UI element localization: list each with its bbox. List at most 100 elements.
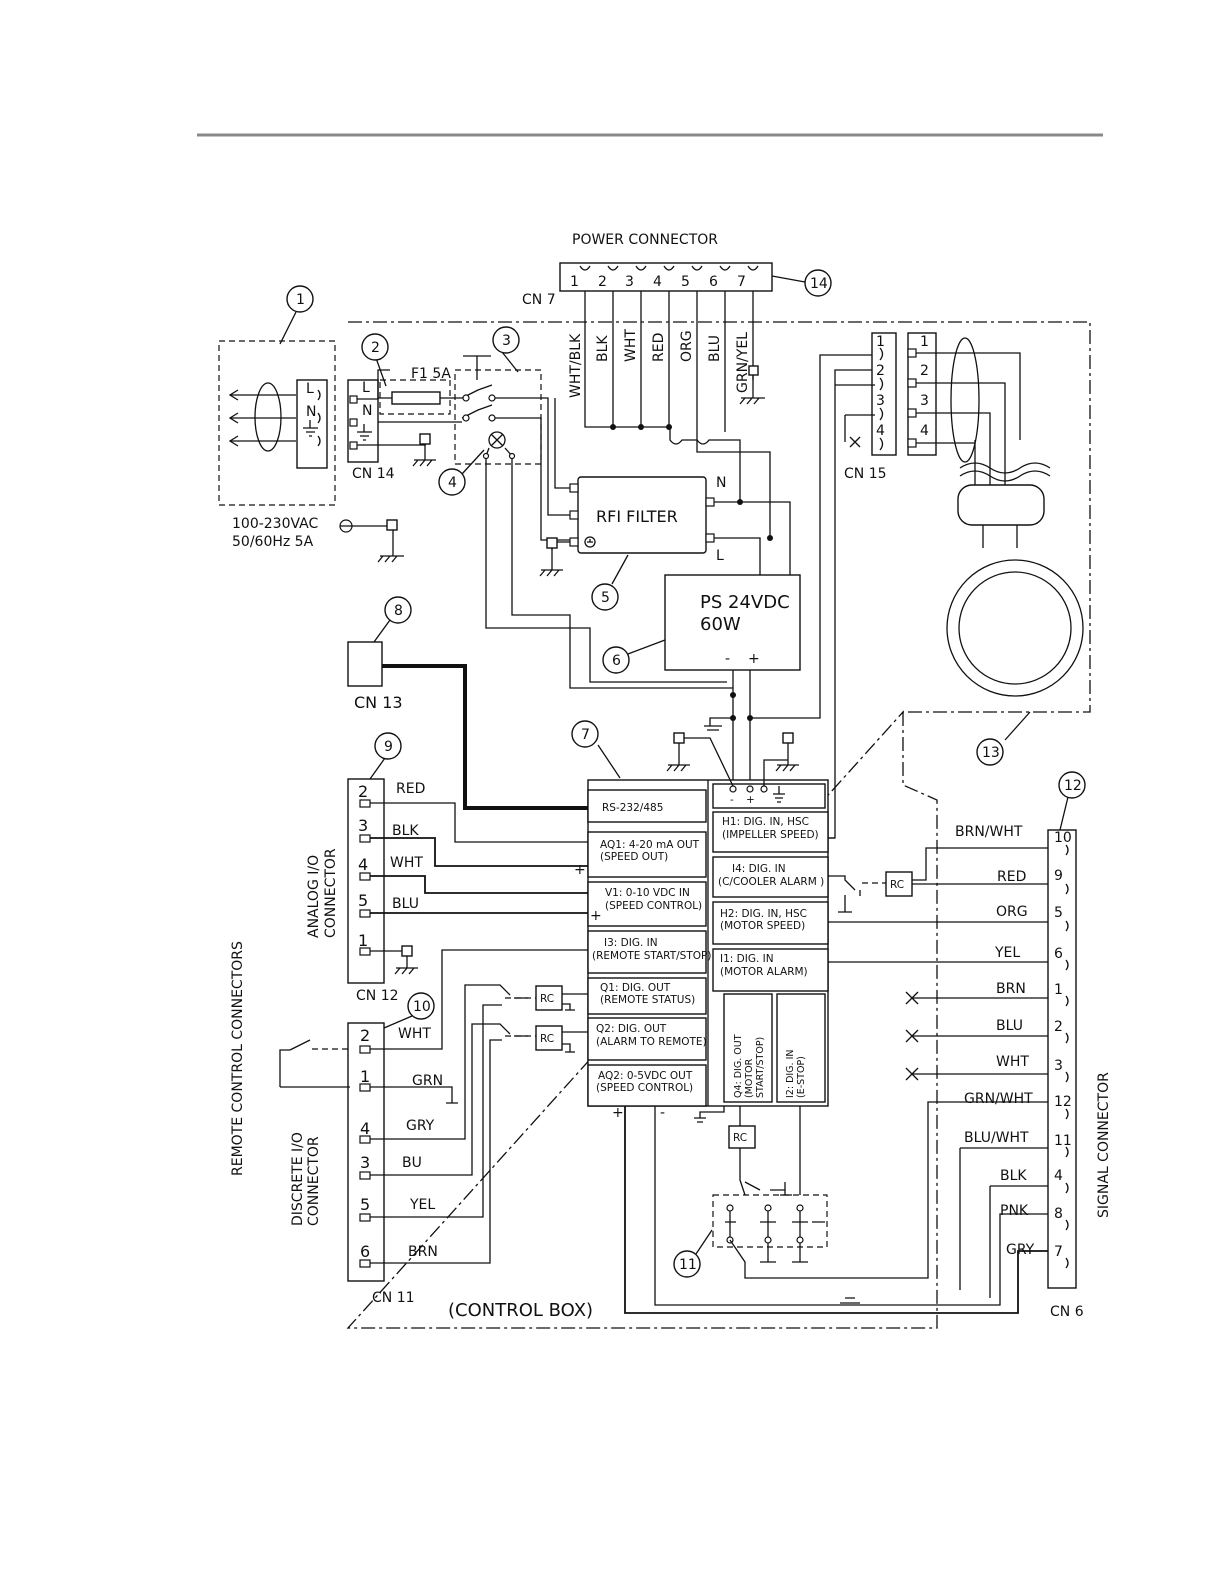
- mains-rating-1: 100-230VAC: [232, 516, 319, 532]
- svg-text:(REMOTE START/STOP): (REMOTE START/STOP): [592, 950, 711, 962]
- svg-text:V1: 0-10 VDC IN: V1: 0-10 VDC IN: [605, 887, 690, 899]
- svg-text:(ALARM TO REMOTE): (ALARM TO REMOTE): [596, 1036, 707, 1048]
- svg-text:RC: RC: [540, 993, 554, 1005]
- svg-text:AQ2: 0-5VDC OUT: AQ2: 0-5VDC OUT: [598, 1070, 693, 1082]
- svg-text:GRY: GRY: [406, 1118, 435, 1134]
- svg-text:RC: RC: [540, 1033, 554, 1045]
- cn13: CN 13 8: [347, 596, 588, 810]
- svg-text:BLU: BLU: [707, 335, 723, 362]
- control-box-label: (CONTROL BOX): [448, 1300, 593, 1321]
- svg-text:5: 5: [1054, 905, 1063, 921]
- svg-text:3: 3: [1054, 1058, 1063, 1074]
- svg-text:ORG: ORG: [996, 904, 1028, 920]
- svg-text:H2: DIG. IN, HSC: H2: DIG. IN, HSC: [720, 908, 807, 920]
- callout-12: 12: [1064, 778, 1082, 794]
- svg-text:RC: RC: [890, 879, 904, 891]
- svg-text:2: 2: [876, 363, 885, 379]
- analog-io-title-1: ANALOG I/O: [306, 855, 322, 938]
- callout-8: 8: [394, 603, 403, 619]
- discrete-io-connector: 2 1 4 3 5 6 WHT GRN GRY BU YEL BRN CN 11…: [290, 949, 588, 1306]
- svg-text:(MOTOR SPEED): (MOTOR SPEED): [720, 920, 805, 932]
- cn7-id: CN 7: [522, 292, 556, 308]
- svg-text:(REMOTE STATUS): (REMOTE STATUS): [600, 994, 695, 1006]
- svg-text:F1 5A: F1 5A: [411, 366, 451, 382]
- cn14: L N CN 14: [347, 369, 436, 482]
- svg-text:-: -: [730, 794, 734, 806]
- svg-text:I3: DIG. IN: I3: DIG. IN: [604, 937, 658, 949]
- svg-text:Q1: DIG. OUT: Q1: DIG. OUT: [600, 982, 671, 994]
- q2-relay: RC: [492, 1023, 588, 1053]
- chassis-ground: [339, 519, 404, 563]
- controller: RS-232/485 AQ1: 4-20 mA OUT (SPEED OUT) …: [571, 720, 829, 1107]
- svg-text:7: 7: [1054, 1244, 1063, 1260]
- svg-text:ORG: ORG: [679, 330, 695, 362]
- callout-14: 14: [810, 276, 828, 292]
- svg-text:BRN/WHT: BRN/WHT: [955, 824, 1023, 840]
- svg-text:2: 2: [920, 363, 929, 379]
- svg-text:BLU: BLU: [996, 1018, 1023, 1034]
- svg-text:(C/COOLER ALARM ): (C/COOLER ALARM ): [718, 876, 824, 888]
- svg-text:+: +: [590, 908, 602, 924]
- svg-text:I2: DIG. IN: I2: DIG. IN: [785, 1050, 796, 1099]
- cn7-pin-numbers: 1 2 3 4 5 6 7: [570, 274, 746, 290]
- svg-text:BRN: BRN: [408, 1244, 438, 1260]
- callout-1: 1: [296, 292, 305, 308]
- svg-text:RFI FILTER: RFI FILTER: [596, 507, 678, 526]
- svg-text:12: 12: [1054, 1094, 1072, 1110]
- svg-text:-: -: [660, 1105, 665, 1121]
- power-supply: PS 24VDC 60W - + 6: [602, 354, 875, 786]
- svg-text:4: 4: [1054, 1168, 1063, 1184]
- svg-text:1: 1: [876, 334, 885, 350]
- svg-text:4: 4: [876, 423, 885, 439]
- i4-relay: RC: [828, 847, 1048, 913]
- svg-text:-: -: [725, 651, 730, 667]
- svg-text:3: 3: [625, 274, 634, 290]
- svg-text:1: 1: [360, 1067, 370, 1086]
- svg-text:N: N: [362, 403, 372, 419]
- svg-text:3: 3: [360, 1153, 370, 1172]
- svg-text:PS 24VDC: PS 24VDC: [700, 592, 790, 613]
- svg-text:6: 6: [360, 1242, 370, 1261]
- svg-text:L: L: [716, 548, 724, 564]
- svg-text:I4: DIG. IN: I4: DIG. IN: [732, 863, 786, 875]
- svg-text:WHT: WHT: [996, 1054, 1029, 1070]
- signal-connector-title: SIGNAL CONNECTOR: [1096, 1072, 1112, 1218]
- svg-text:11: 11: [1054, 1133, 1072, 1149]
- svg-text:BRN: BRN: [996, 981, 1026, 997]
- svg-text:BLU: BLU: [392, 896, 419, 912]
- svg-text:RC: RC: [733, 1132, 747, 1144]
- motor: 13: [916, 337, 1084, 766]
- aq2-returns: + -: [612, 1105, 1048, 1314]
- signal-connector: 10 9 5 6 1 2 3 12 11 4 8 7 BRN/WHT RED O…: [828, 771, 1112, 1320]
- callout-11: 11: [679, 1257, 697, 1273]
- fuse: F1 5A 2: [361, 333, 462, 423]
- cn6-id: CN 6: [1050, 1304, 1084, 1320]
- callout-3: 3: [502, 333, 511, 349]
- svg-text:N: N: [306, 404, 316, 420]
- svg-text:(MOTOR ALARM): (MOTOR ALARM): [720, 966, 808, 978]
- svg-text:2: 2: [360, 1026, 370, 1045]
- power-connector-title: POWER CONNECTOR: [572, 232, 718, 248]
- svg-text:+: +: [574, 862, 586, 878]
- svg-text:(MOTOR: (MOTOR: [744, 1058, 755, 1098]
- svg-text:AQ1: 4-20 mA OUT: AQ1: 4-20 mA OUT: [600, 839, 700, 851]
- callout-10: 10: [413, 999, 431, 1015]
- svg-text:5: 5: [360, 1195, 370, 1214]
- svg-text:4: 4: [920, 423, 929, 439]
- svg-text:RED: RED: [396, 781, 425, 797]
- svg-text:BLU/WHT: BLU/WHT: [964, 1130, 1029, 1146]
- svg-text:+: +: [748, 651, 760, 667]
- analog-io-title-2: CONNECTOR: [323, 848, 339, 938]
- svg-text:I1: DIG. IN: I1: DIG. IN: [720, 953, 774, 965]
- svg-text:WHT/BLK: WHT/BLK: [568, 333, 584, 398]
- svg-text:60W: 60W: [700, 614, 741, 635]
- discrete-io-title-2: CONNECTOR: [306, 1136, 322, 1226]
- svg-text:CN 13: CN 13: [354, 693, 403, 712]
- svg-text:3: 3: [920, 393, 929, 409]
- cn15-id: CN 15: [844, 466, 887, 482]
- callout-13: 13: [982, 745, 1000, 761]
- svg-text:6: 6: [1054, 946, 1063, 962]
- svg-text:YEL: YEL: [994, 945, 1020, 961]
- svg-text:1: 1: [570, 274, 579, 290]
- svg-text:Q4: DIG. OUT: Q4: DIG. OUT: [733, 1034, 744, 1098]
